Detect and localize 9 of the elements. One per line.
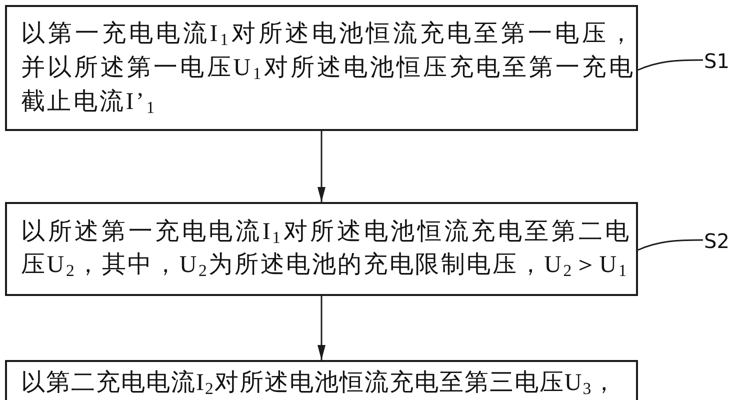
arrow: [318, 131, 326, 202]
step-label: S1: [704, 49, 730, 73]
step-label: S2: [704, 229, 730, 253]
arrow: [318, 296, 326, 360]
process-box: 以所述第一充电电流I$_{1}$对所述电池恒流充电至第二电压U$_{2}$，其中，U$_{2}$为所述电池的充电限制电压，U$_{2}$＞U$_{1}$: [5, 202, 638, 296]
process-box: 以第一充电电流I$_{1}$对所述电池恒流充电至第一电压，并以所述第一电压U$_{1}$对所述电池恒压充电至第一充电截止电流I’$_{1}$: [5, 5, 638, 131]
leader-line: [638, 239, 703, 251]
leader-line: [638, 59, 703, 71]
process-box: 以第二充电电流I$_{2}$对所述电池恒流充电至第三电压U$_{3}$，: [5, 360, 638, 400]
